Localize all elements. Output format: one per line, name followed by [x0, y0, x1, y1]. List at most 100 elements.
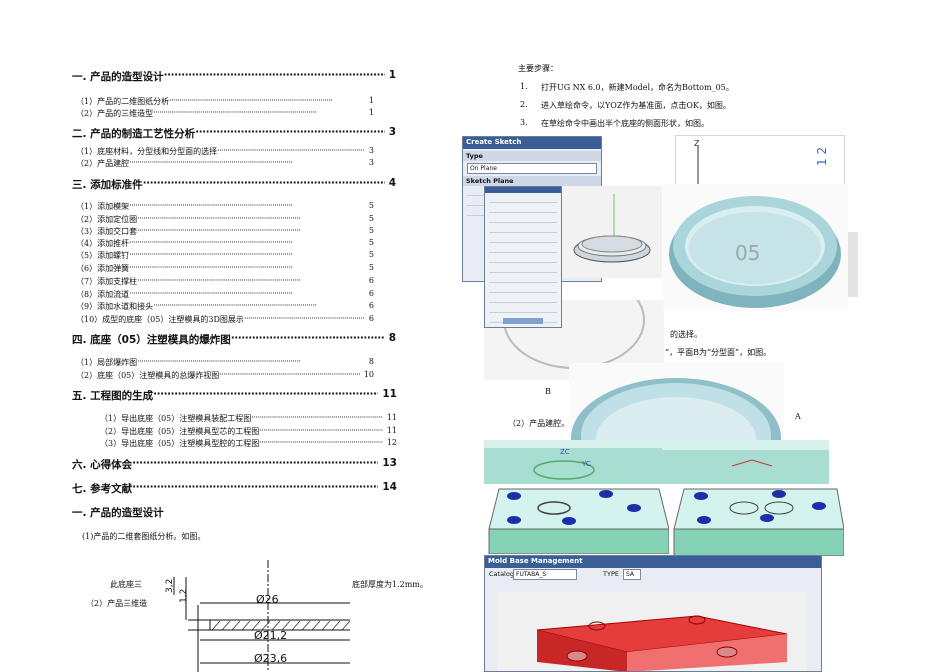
toc-entry-title: （2）产品的三维造型: [76, 109, 154, 118]
toc-subentry[interactable]: （6）添加弹簧·································…: [76, 263, 374, 274]
toc-entry-title: （9）添加水道和接头: [76, 302, 154, 311]
toc-leader-dots: ········································…: [243, 314, 365, 323]
toc-entry-title: （5）添加螺钉: [76, 251, 130, 260]
axis-label: Z: [694, 139, 700, 148]
toc-subentry[interactable]: （8）添加流道·································…: [76, 289, 374, 300]
toc-entry-title: 二. 产品的制造工艺性分析: [72, 128, 196, 140]
toc-section[interactable]: 五. 工程图的生成·······························…: [72, 388, 397, 403]
toc-leader-dots: ········································…: [153, 301, 317, 310]
step-number: 1.: [520, 82, 528, 91]
toc-page-number: 11: [386, 426, 397, 435]
toc-page-number: 3: [368, 158, 374, 167]
dimension-label: Ø23,6: [254, 652, 287, 665]
toc-subentry[interactable]: （7）添加支撑柱································…: [76, 276, 374, 287]
body-paragraph: (1)产品的二维套图纸分析。如图。: [82, 532, 206, 541]
toc-subentry[interactable]: （3）添加交口套································…: [76, 226, 374, 237]
text-fragment-b: ”，平面B为“分型面”，如图。: [665, 347, 772, 358]
toc-page-number: 5: [368, 263, 374, 272]
toc-entry-title: （2）添加定位圈: [76, 215, 138, 224]
toc-page-number: 4: [388, 177, 396, 189]
type-select[interactable]: SA: [623, 569, 641, 580]
toc-subentry[interactable]: （1）局部爆炸图································…: [76, 357, 374, 368]
toc-section[interactable]: 二. 产品的制造工艺性分析···························…: [72, 126, 396, 141]
toc-leader-dots: ········································…: [132, 481, 378, 493]
mold-plate-1: [484, 484, 669, 554]
step-number: 3.: [520, 118, 528, 127]
toc-entry-title: （10）成型的底座（05）注塑模具的3D图展示: [76, 315, 244, 324]
toc-entry-title: （1）局部爆炸图: [76, 358, 138, 367]
toc-leader-dots: ········································…: [259, 438, 383, 447]
toc-section[interactable]: 七. 参考文献·································…: [72, 481, 397, 496]
toc-subentry[interactable]: （2）添加定位圈································…: [76, 214, 374, 225]
toc-entry-title: （4）添加推杆: [76, 239, 130, 248]
toc-subentry[interactable]: （2）产品的三维造型······························…: [76, 108, 374, 119]
dimension-label: 3,2: [165, 579, 175, 593]
toc-subentry[interactable]: （2）导出底座（05）注塑模具型芯的工程图···················…: [100, 426, 397, 437]
toc-section[interactable]: 四. 底座（05）注塑模具的爆炸图·······················…: [72, 332, 396, 347]
toc-entry-title: 一. 产品的造型设计: [72, 71, 164, 83]
toc-entry-title: （3）添加交口套: [76, 227, 138, 236]
toc-page-number: 5: [368, 250, 374, 259]
toc-entry-title: （8）添加流道: [76, 290, 130, 299]
toc-leader-dots: ········································…: [251, 413, 383, 422]
toc-section[interactable]: 三. 添加标准件································…: [72, 177, 396, 192]
toc-page-number: 5: [368, 214, 374, 223]
toc-subentry[interactable]: （2）产品建腔·································…: [76, 158, 374, 169]
toc-entry-title: （2）底座（05）注塑模具的总爆炸视图: [76, 371, 220, 380]
toc-section[interactable]: 一. 产品的造型设计······························…: [72, 69, 396, 84]
toc-page-number: 10: [363, 370, 374, 379]
toc-entry-title: （1）底座材料，分型线和分型面的选择: [76, 147, 218, 156]
toc-leader-dots: ········································…: [129, 263, 293, 272]
toc-page-number: 3: [388, 126, 396, 138]
toc-leader-dots: ········································…: [129, 238, 293, 247]
toc-leader-dots: ········································…: [195, 126, 385, 138]
axis-label: ZC: [560, 448, 570, 456]
catalog-select[interactable]: FUTABA_S: [513, 569, 577, 580]
toc-entry-title: （1）添加模架: [76, 202, 130, 211]
toc-entry-title: 四. 底座（05）注塑模具的爆炸图: [72, 334, 231, 346]
toc-leader-dots: ········································…: [137, 226, 301, 235]
section-heading: 一. 产品的造型设计: [72, 507, 164, 519]
mold-plate-2: [669, 484, 844, 556]
toc-subentry[interactable]: （9）添加水道和接头······························…: [76, 301, 374, 312]
toc-page-number: 12: [386, 438, 397, 447]
dimension-label: Ø26: [256, 593, 279, 606]
toc-page-number: 1: [368, 108, 374, 117]
toc-subentry[interactable]: （5）添加螺钉·································…: [76, 250, 374, 261]
text-fragment-1: 此底座三: [110, 579, 142, 590]
cavity-block-2: [662, 440, 829, 490]
part-label: 05: [735, 241, 760, 265]
toc-leader-dots: ········································…: [153, 388, 379, 400]
toc-subentry[interactable]: （1）底座材料，分型线和分型面的选择······················…: [76, 146, 374, 157]
toc-section[interactable]: 六. 心得体会·································…: [72, 457, 397, 472]
step-text: 进入草绘命令，以YOZ作为基准面，点击OK，如图。: [541, 101, 731, 110]
ring-render: 05: [663, 184, 848, 311]
type-select[interactable]: On Plane: [467, 163, 597, 174]
dialog-title: Mold Base Management: [485, 556, 821, 568]
toc-leader-dots: ········································…: [129, 250, 293, 259]
toc-entry-title: （3）导出底座（05）注塑模具型腔的工程图: [100, 439, 260, 448]
toc-leader-dots: ········································…: [137, 214, 301, 223]
cavity-block-1: ZC YC: [484, 440, 662, 490]
dialog-title: Create Sketch: [463, 137, 601, 149]
toc-entry-title: （6）添加弹簧: [76, 264, 130, 273]
toc-page-number: 5: [368, 226, 374, 235]
toc-leader-dots: ········································…: [129, 158, 293, 167]
toc-subentry[interactable]: （1）导出底座（05）注塑模具装配工程图····················…: [100, 413, 397, 424]
toc-leader-dots: ········································…: [129, 289, 293, 298]
text-fragment-2: （2）产品三维造: [86, 598, 148, 609]
toc-leader-dots: ········································…: [142, 177, 385, 189]
toc-page-number: 11: [386, 413, 397, 422]
plane-section-label: Sketch Plane: [463, 176, 601, 186]
toc-page-number: 6: [368, 289, 374, 298]
toc-subentry[interactable]: （4）添加推杆·································…: [76, 238, 374, 249]
toc-page-number: 8: [368, 357, 374, 366]
toc-subentry[interactable]: （1）产品的二维图纸分析····························…: [76, 96, 374, 107]
steps-intro: 主要步骤：: [518, 64, 558, 73]
toc-subentry[interactable]: （10）成型的底座（05）注塑模具的3D图展示·················…: [76, 314, 374, 325]
toc-subentry[interactable]: （3）导出底座（05）注塑模具型腔的工程图···················…: [100, 438, 397, 449]
toc-subentry[interactable]: （2）底座（05）注塑模具的总爆炸视图·····················…: [76, 370, 374, 381]
toc-subentry[interactable]: （1）添加模架·································…: [76, 201, 374, 212]
toc-leader-dots: ········································…: [219, 370, 360, 379]
text-fragment-c: （2）产品建腔。: [508, 418, 570, 429]
